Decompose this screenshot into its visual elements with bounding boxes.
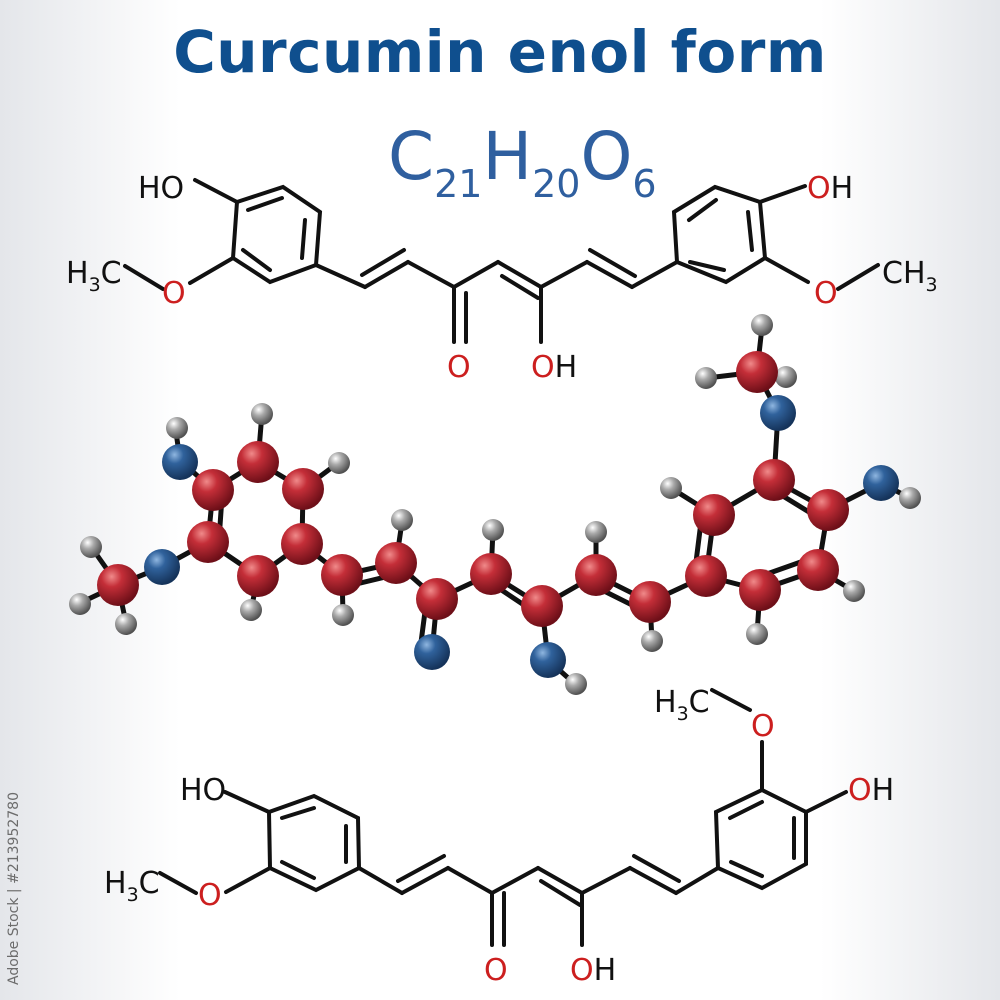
label-ho-bottom: HO — [180, 773, 226, 808]
label-oh-bottom-right: OH — [848, 773, 894, 808]
label-h3c-bottom-left: H3C — [104, 866, 160, 906]
title: Curcumin enol form — [173, 18, 827, 86]
label-h3c-bottom-right: H3C — [654, 685, 710, 725]
formula-h-count: 20 — [532, 162, 581, 206]
carbon-atoms — [97, 351, 849, 627]
formula-o-count: 6 — [632, 162, 657, 206]
label-h3c-left: H3C — [66, 256, 122, 296]
formula-c-count: 21 — [434, 162, 483, 206]
formula-o: O — [580, 118, 633, 195]
label-o-bottom-left: O — [198, 878, 222, 913]
molecular-formula: C21H20O6 — [388, 118, 657, 206]
label-o-left: O — [162, 276, 186, 311]
formula-h: H — [482, 118, 533, 195]
hydrogen-atoms — [69, 314, 921, 695]
label-o-bottom-right: O — [751, 709, 775, 744]
label-o-ketone: O — [447, 350, 471, 385]
label-ho-left: HO — [138, 171, 184, 206]
label-oh-right: OH — [807, 171, 853, 206]
label-oh-enol: OH — [531, 350, 577, 385]
oxygen-atoms — [144, 395, 899, 678]
label-o-right: O — [814, 276, 838, 311]
label-oh-enol-bottom: OH — [570, 953, 616, 988]
label-o-ketone-bottom: O — [484, 953, 508, 988]
formula-c: C — [388, 118, 435, 195]
